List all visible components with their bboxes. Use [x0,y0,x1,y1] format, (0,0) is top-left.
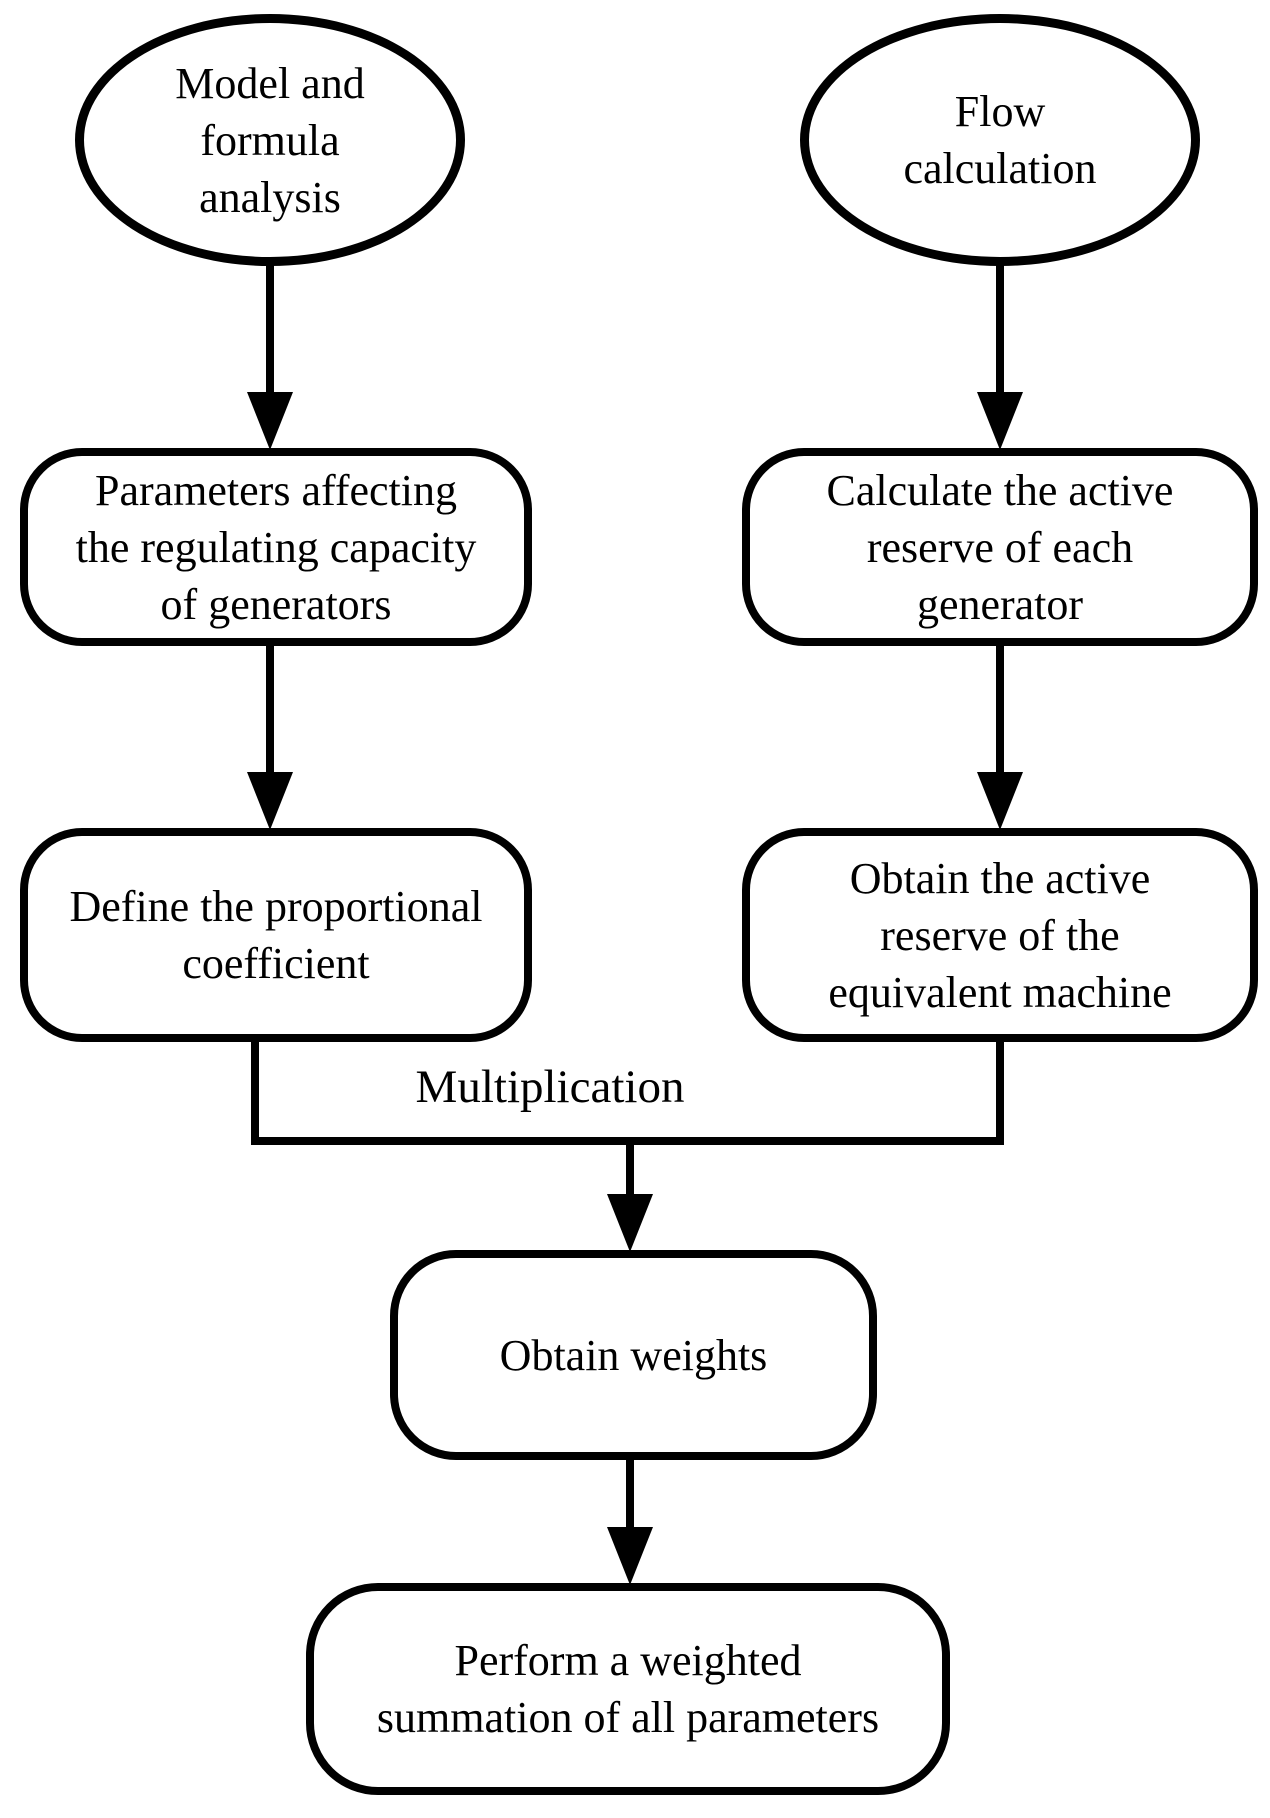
box-weighted-summation: Perform a weighted summation of all para… [306,1583,950,1795]
arrowhead-down-icon [607,1527,653,1585]
node-text-line: reserve of the [880,910,1120,960]
arrow-shaft-model-to-parameters [266,262,274,396]
connector-right-drop-line [996,1038,1004,1145]
edge-label-multiplication: Multiplication [415,1061,685,1113]
node-text-line: generator [916,579,1084,629]
arrowhead-down-icon [977,772,1023,830]
node-text-line: summation of all parameters [376,1693,880,1742]
box-parameters-affecting-regulating-capacity: Parameters affecting the regulating capa… [20,448,532,646]
node-text-line: of generators [160,579,392,629]
arrow-shaft-calculate-to-obtain [996,642,1004,776]
ellipse-model-and-formula-analysis: Model and formula analysis [75,14,465,266]
node-text-line: calculation [903,144,1097,193]
arrow-shaft-merge-to-weights [626,1137,634,1198]
node-text-line: Perform a weighted [454,1636,802,1685]
box-obtain-weights: Obtain weights [390,1250,877,1460]
node-text-line: reserve of each [866,522,1134,572]
box-define-proportional-coefficient: Define the proportional coefficient [20,828,532,1042]
arrow-shaft-flow-to-calculate [996,262,1004,396]
node-text-line: Obtain the active [849,853,1151,903]
node-text-line: Obtain weights [499,1330,768,1380]
node-text-line: Flow [954,87,1046,136]
node-text-line: equivalent machine [828,967,1172,1017]
node-text-line: formula [200,115,340,165]
arrowhead-down-icon [977,392,1023,450]
connector-left-drop-line [251,1038,259,1145]
node-text-line: the regulating capacity [75,522,477,572]
node-text-line: Calculate the active [826,465,1174,515]
arrow-shaft-weights-to-summation [626,1456,634,1531]
node-text-line: Parameters affecting [94,465,457,515]
node-text-line: coefficient [182,939,370,988]
arrowhead-down-icon [247,772,293,830]
node-text-line: Model and [175,58,365,108]
box-obtain-active-reserve-equivalent-machine: Obtain the active reserve of the equival… [742,828,1258,1042]
arrow-shaft-parameters-to-define [266,642,274,776]
arrowhead-down-icon [607,1194,653,1252]
ellipse-flow-calculation: Flow calculation [800,14,1200,266]
box-calculate-active-reserve: Calculate the active reserve of each gen… [742,448,1258,646]
node-text-line: analysis [199,172,341,222]
arrowhead-down-icon [247,392,293,450]
node-text-line: Define the proportional [69,882,483,931]
